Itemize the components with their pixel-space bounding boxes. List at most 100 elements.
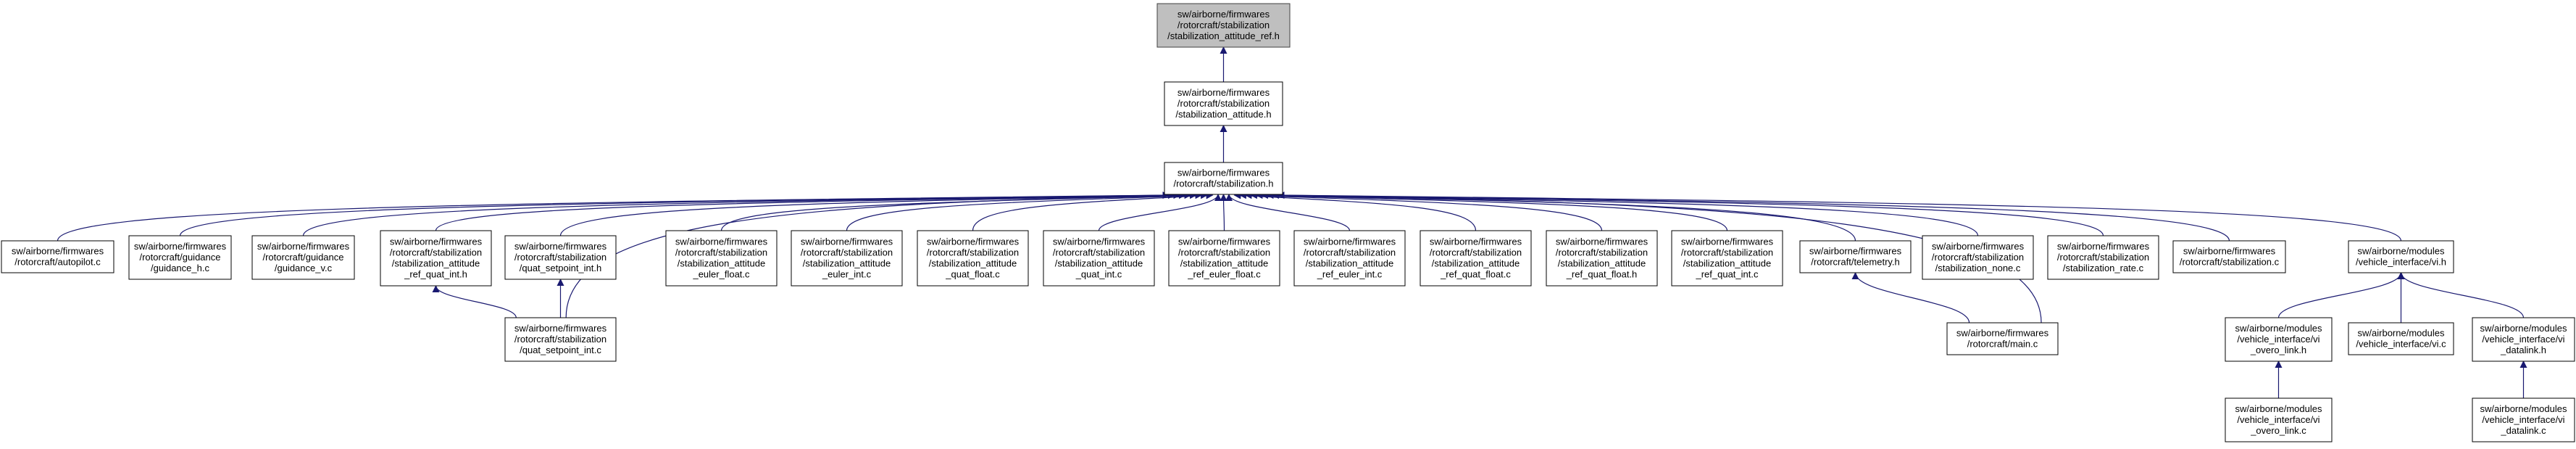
node-box	[2047, 235, 2159, 280]
node-box	[1164, 162, 1283, 195]
node-label-line: sw/airborne/firmwares	[1178, 236, 1271, 247]
node-label-line: sw/airborne/firmwares	[1956, 328, 2049, 339]
node-label-line: sw/airborne/firmwares	[1177, 168, 1270, 178]
node-label-line: /quat_setpoint_int.c	[520, 345, 601, 355]
node-qi-c[interactable]: sw/airborne/firmwares/rotorcraft/stabili…	[1043, 230, 1155, 287]
node-label-line: /rotorcraft/stabilization	[514, 334, 607, 345]
node-label-line: sw/airborne/firmwares	[801, 236, 893, 247]
node-ref-ei-c[interactable]: sw/airborne/firmwares/rotorcraft/stabili…	[1293, 230, 1406, 287]
node-label-line: sw/airborne/firmwares	[927, 236, 1020, 247]
node-box	[1671, 230, 1783, 287]
node-box	[2225, 397, 2333, 442]
node-none-c[interactable]: sw/airborne/firmwares/rotorcraft/stabili…	[1922, 235, 2034, 280]
node-qsi-c[interactable]: sw/airborne/firmwares/rotorcraft/stabili…	[504, 317, 617, 362]
node-label-line: /rotorcraft/stabilization	[675, 247, 767, 258]
node-label-line: /stabilization_attitude	[392, 258, 480, 269]
node-label-line: sw/airborne/firmwares	[134, 241, 227, 252]
node-label-line: /rotorcraft/stabilization	[1178, 247, 1270, 258]
node-label-line: /stabilization_attitude	[1055, 258, 1143, 269]
edge-n_qi_c-to-n_stab_h	[1098, 194, 1222, 231]
node-telemetry[interactable]: sw/airborne/firmwares/rotorcraft/telemet…	[1799, 240, 1912, 273]
edge-n_guid_v-to-n_stab_h	[302, 191, 1181, 236]
node-vi-c[interactable]: sw/airborne/modules/vehicle_interface/vi…	[2348, 322, 2454, 355]
node-att-h[interactable]: sw/airborne/firmwares/rotorcraft/stabili…	[1164, 81, 1283, 126]
node-label-line: /stabilization_attitude	[803, 258, 891, 269]
node-box	[1156, 3, 1291, 48]
node-label-line: sw/airborne/modules	[2480, 323, 2567, 334]
node-ref-ef-c[interactable]: sw/airborne/firmwares/rotorcraft/stabili…	[1168, 230, 1280, 287]
node-label-line: sw/airborne/firmwares	[1177, 87, 1270, 98]
node-main-c[interactable]: sw/airborne/firmwares/rotorcraft/main.c	[1946, 322, 2059, 355]
node-box	[251, 235, 355, 280]
node-label-line: /stabilization_attitude	[1432, 258, 1520, 269]
node-ovl-h[interactable]: sw/airborne/modules/vehicle_interface/vi…	[2225, 317, 2333, 362]
node-box	[1, 240, 114, 273]
edge-n_dl_h-to-n_vi_h	[2397, 272, 2525, 318]
node-label-line: sw/airborne/firmwares	[1304, 236, 1396, 247]
node-label-line: /stabilization_attitude	[1558, 258, 1646, 269]
node-label-line: /vehicle_interface/vi.c	[2356, 339, 2446, 350]
node-box	[917, 230, 1029, 287]
node-dl-c[interactable]: sw/airborne/modules/vehicle_interface/vi…	[2472, 397, 2575, 442]
edge-n_qsi_c-to-n_rqi_h	[432, 285, 517, 318]
node-ref-qf-h[interactable]: sw/airborne/firmwares/rotorcraft/stabili…	[1546, 230, 1658, 287]
node-box	[665, 230, 778, 287]
node-dl-h[interactable]: sw/airborne/modules/vehicle_interface/vi…	[2472, 317, 2575, 362]
edge-n_ei_c-to-n_stab_h	[846, 191, 1209, 231]
node-box	[1799, 240, 1912, 273]
node-guid-h[interactable]: sw/airborne/firmwares/rotorcraft/guidanc…	[128, 235, 232, 280]
node-ei-c[interactable]: sw/airborne/firmwares/rotorcraft/stabili…	[791, 230, 903, 287]
node-ref-qf-c[interactable]: sw/airborne/firmwares/rotorcraft/stabili…	[1420, 230, 1532, 287]
node-ref-h: sw/airborne/firmwares/rotorcraft/stabili…	[1156, 3, 1291, 48]
node-label-line: /rotorcraft/stabilization	[1932, 252, 2024, 263]
node-qf-c[interactable]: sw/airborne/firmwares/rotorcraft/stabili…	[917, 230, 1029, 287]
node-label-line: _ref_quat_int.h	[404, 269, 467, 280]
node-qsi-h[interactable]: sw/airborne/firmwares/rotorcraft/stabili…	[504, 235, 617, 280]
node-label-line: /rotorcraft/stabilization	[1430, 247, 1522, 258]
node-label-line: /rotorcraft/stabilization	[1053, 247, 1145, 258]
node-box	[2472, 317, 2575, 362]
node-box	[1043, 230, 1155, 287]
node-label-line: sw/airborne/firmwares	[1932, 241, 2025, 252]
edge-n_guid_h-to-n_stab_h	[179, 191, 1176, 236]
node-label-line: sw/airborne/firmwares	[1556, 236, 1648, 247]
node-label-line: _datalink.c	[2500, 425, 2546, 436]
node-label-line: sw/airborne/firmwares	[2183, 246, 2276, 257]
node-box	[1922, 235, 2034, 280]
node-label-line: /rotorcraft/stabilization	[390, 247, 482, 258]
node-box	[2172, 240, 2286, 273]
node-label-line: /rotorcraft/main.c	[1967, 339, 2038, 350]
node-stab-h[interactable]: sw/airborne/firmwares/rotorcraft/stabili…	[1164, 162, 1283, 195]
node-label-line: /rotorcraft/telemetry.h	[1811, 257, 1900, 268]
node-box	[504, 317, 617, 362]
node-stab-c[interactable]: sw/airborne/firmwares/rotorcraft/stabili…	[2172, 240, 2286, 273]
node-label-line: sw/airborne/modules	[2480, 403, 2567, 414]
node-ovl-c[interactable]: sw/airborne/modules/vehicle_interface/vi…	[2225, 397, 2333, 442]
node-box	[1168, 230, 1280, 287]
node-rqi-h[interactable]: sw/airborne/firmwares/rotorcraft/stabili…	[380, 230, 492, 287]
node-label-line: /stabilization_attitude	[1306, 258, 1393, 269]
node-label-line: sw/airborne/modules	[2235, 323, 2322, 334]
edge-n_main_c-to-n_stab_h	[1260, 191, 2042, 324]
node-label-line: _quat_int.c	[1075, 269, 1122, 280]
node-label-line: /rotorcraft/guidance	[139, 252, 220, 263]
node-label-line: sw/airborne/firmwares	[1177, 9, 1270, 20]
node-label-line: /rotorcraft/stabilization	[927, 247, 1019, 258]
node-guid-v[interactable]: sw/airborne/firmwares/rotorcraft/guidanc…	[251, 235, 355, 280]
node-label-line: /stabilization_attitude	[678, 258, 765, 269]
node-ef-c[interactable]: sw/airborne/firmwares/rotorcraft/stabili…	[665, 230, 778, 287]
node-label-line: /vehicle_interface/vi	[2482, 414, 2564, 425]
node-label-line: sw/airborne/firmwares	[1809, 246, 1902, 257]
node-rate-c[interactable]: sw/airborne/firmwares/rotorcraft/stabili…	[2047, 235, 2159, 280]
edge-n_vi_h-to-n_stab_h	[1277, 191, 2402, 242]
node-vi-h[interactable]: sw/airborne/modules/vehicle_interface/vi…	[2348, 240, 2454, 273]
node-label-line: /rotorcraft/stabilization	[1304, 247, 1396, 258]
node-ref-qi-c[interactable]: sw/airborne/firmwares/rotorcraft/stabili…	[1671, 230, 1783, 287]
node-label-line: _datalink.h	[2500, 345, 2546, 355]
node-label-line: /rotorcraft/stabilization	[514, 252, 607, 263]
node-label-line: /rotorcraft/stabilization	[1177, 98, 1270, 109]
node-autopilot[interactable]: sw/airborne/firmwares/rotorcraft/autopil…	[1, 240, 114, 273]
node-label-line: sw/airborne/firmwares	[1430, 236, 1522, 247]
node-label-line: /vehicle_interface/vi	[2237, 334, 2319, 345]
node-label-line: _ref_quat_float.h	[1566, 269, 1638, 280]
